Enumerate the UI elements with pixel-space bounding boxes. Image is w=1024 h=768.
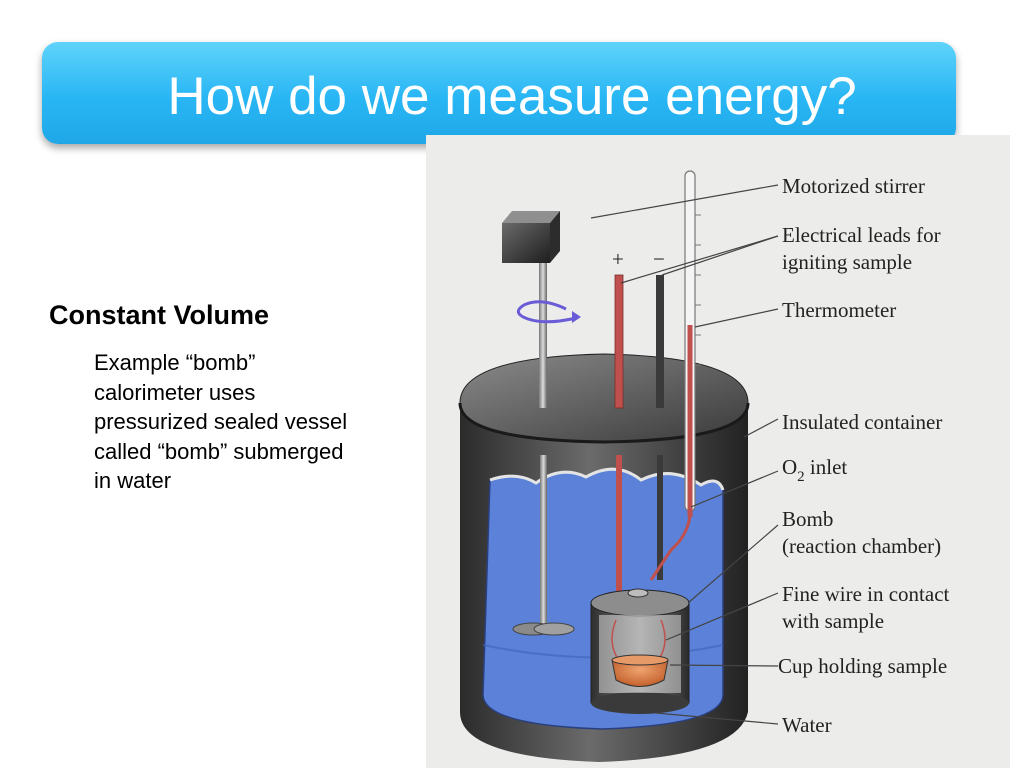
- label-water: Water: [782, 713, 832, 737]
- label-bomb-line1: Bomb: [782, 507, 833, 531]
- slide-title: How do we measure energy?: [167, 67, 857, 126]
- bomb-chamber: [590, 588, 690, 714]
- label-electrical-leads-line2: igniting sample: [782, 250, 912, 274]
- label-thermometer: Thermometer: [782, 298, 896, 322]
- body-line: calorimeter uses: [94, 379, 256, 405]
- electrical-leads: [614, 274, 664, 605]
- body-line: in water: [94, 468, 172, 493]
- label-o2-rest: inlet: [805, 455, 848, 479]
- label-fine-wire-line2: with sample: [782, 609, 884, 633]
- label-o2-inlet: O2 inlet: [782, 455, 847, 485]
- plus-sign: +: [612, 247, 624, 271]
- body-line: called “bomb” submerged: [94, 438, 344, 464]
- body-line: pressurized sealed vessel: [94, 409, 348, 434]
- label-o2-o: O: [782, 455, 797, 479]
- thermometer: [684, 170, 701, 517]
- label-motorized-stirrer: Motorized stirrer: [782, 174, 925, 198]
- body-line: Example “bomb”: [94, 350, 256, 375]
- label-o2-subscript: 2: [797, 469, 805, 485]
- body-text: Example “bomb” calorimeter uses pressuri…: [94, 348, 414, 496]
- section-heading: Constant Volume: [49, 300, 270, 330]
- sample-cup: [611, 654, 669, 687]
- label-fine-wire-line1: Fine wire in contact: [782, 582, 950, 606]
- bomb-calorimeter-diagram: + − Motorized stirrer Electrical leads f…: [426, 135, 1010, 768]
- o2-inlet-tube: [649, 485, 692, 581]
- motorized-stirrer: [502, 211, 581, 636]
- label-bomb-line2: (reaction chamber): [782, 534, 941, 558]
- title-bar: [42, 42, 956, 144]
- leader-lines: [590, 184, 779, 725]
- label-electrical-leads-line1: Electrical leads for: [782, 223, 941, 247]
- minus-sign: −: [653, 247, 665, 271]
- diagram-svg: + − Motorized stirrer Electrical leads f…: [426, 135, 1010, 768]
- label-cup: Cup holding sample: [778, 654, 947, 678]
- label-insulated-container: Insulated container: [782, 410, 942, 434]
